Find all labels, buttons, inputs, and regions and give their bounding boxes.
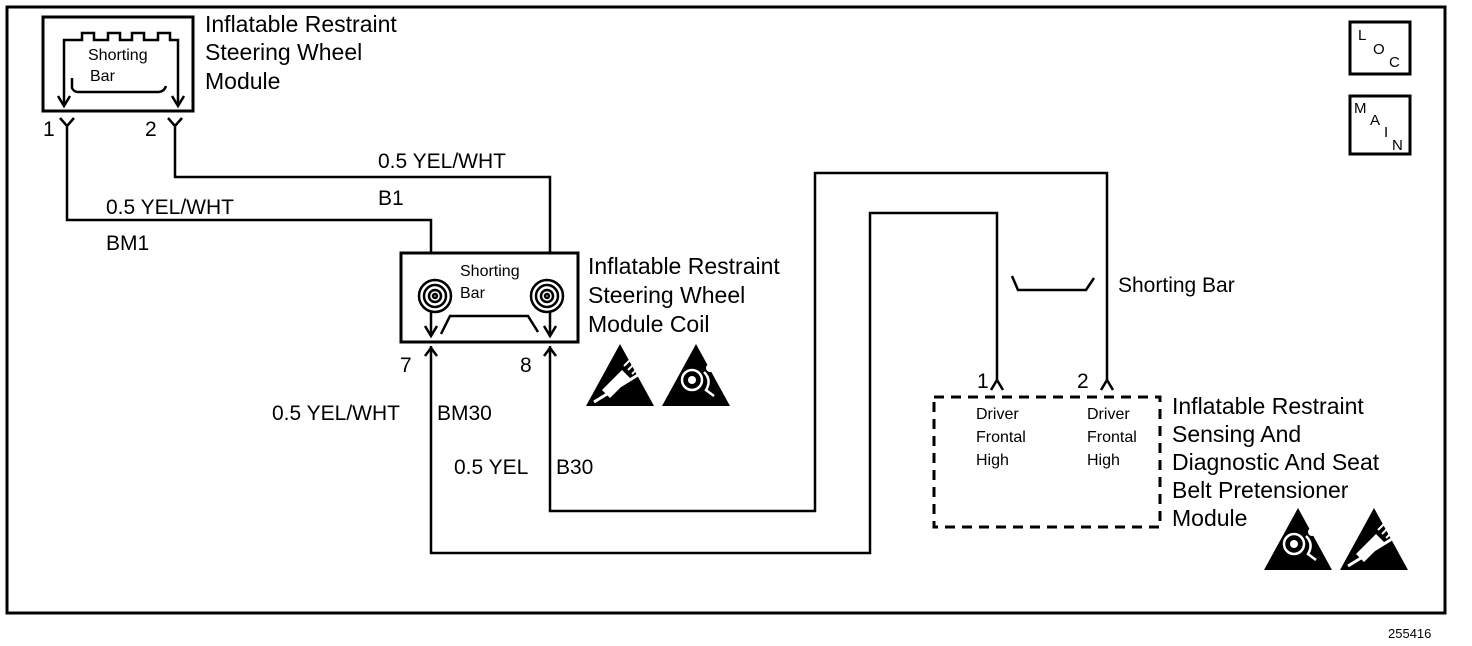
wire-b1-color: 0.5 YEL/WHT bbox=[378, 150, 506, 173]
coil-title-2: Steering Wheel bbox=[588, 282, 745, 308]
diagram-border bbox=[5, 5, 1447, 615]
sdm-pin2-label-3: High bbox=[1087, 452, 1120, 469]
main-letter-n: N bbox=[1392, 137, 1403, 154]
swm-title-1: Inflatable Restraint bbox=[205, 11, 397, 37]
coil-title-3: Module Coil bbox=[588, 311, 709, 337]
loc-letter-l: L bbox=[1358, 27, 1366, 44]
loc-letter-c: C bbox=[1389, 54, 1400, 71]
wire-bm30-circuit: BM30 bbox=[437, 402, 492, 425]
sdm-pin1-label-3: High bbox=[976, 452, 1009, 469]
coil-pin-8: 8 bbox=[520, 354, 532, 377]
airbag-warning-icon bbox=[660, 342, 732, 408]
sdm-pin1-label-2: Frontal bbox=[976, 429, 1026, 446]
sdm-pin1-label-1: Driver bbox=[976, 406, 1019, 423]
sdm-title-3: Diagnostic And Seat bbox=[1172, 449, 1380, 475]
main-button[interactable]: M A I N bbox=[1348, 94, 1412, 156]
main-letter-m: M bbox=[1354, 100, 1367, 117]
loc-button[interactable]: L O C bbox=[1348, 20, 1412, 76]
sdm-title-5: Module bbox=[1172, 505, 1247, 531]
sdm-pin2-label-2: Frontal bbox=[1087, 429, 1137, 446]
coil-shorting-label-2: Bar bbox=[460, 285, 486, 302]
sdm-title-4: Belt Pretensioner bbox=[1172, 477, 1349, 503]
loc-letter-o: O bbox=[1373, 41, 1385, 58]
steering-wheel-module: Shorting Bar Inflatable Restraint Steeri… bbox=[41, 11, 397, 141]
swm-title-3: Module bbox=[205, 68, 280, 94]
swm-shorting-label-2: Bar bbox=[90, 68, 116, 85]
swm-pin-2: 2 bbox=[145, 118, 157, 141]
sdm-title-1: Inflatable Restraint bbox=[1172, 393, 1364, 419]
coil-pin-7: 7 bbox=[400, 354, 412, 377]
esd-warning-icon bbox=[584, 342, 656, 408]
module-coil: Shorting Bar Inflatable Restraint Steeri… bbox=[399, 251, 780, 377]
swm-pin-1: 1 bbox=[43, 118, 55, 141]
sdm-pin2-label-1: Driver bbox=[1087, 406, 1130, 423]
wire-bm30-color: 0.5 YEL/WHT bbox=[272, 402, 400, 425]
wire-b30-circuit: B30 bbox=[556, 456, 593, 479]
sdm-esd-warning-icon bbox=[1338, 506, 1410, 572]
swm-shorting-label-1: Shorting bbox=[88, 47, 148, 64]
sdm-pin-1: 1 bbox=[977, 370, 989, 393]
wire-b30-color: 0.5 YEL bbox=[454, 456, 528, 479]
sdm-shorting-bar-label: Shorting Bar bbox=[1118, 274, 1235, 297]
coil-shorting-label-1: Shorting bbox=[460, 263, 520, 280]
sdm-airbag-warning-icon bbox=[1262, 506, 1334, 572]
swm-title-2: Steering Wheel bbox=[205, 39, 362, 65]
wire-bm1-color: 0.5 YEL/WHT bbox=[106, 196, 234, 219]
wire-b1-circuit: B1 bbox=[378, 187, 404, 210]
sdm-module: Shorting Bar 1 2 Driver Frontal High Dri… bbox=[932, 274, 1380, 531]
wire-bm1-circuit: BM1 bbox=[106, 232, 149, 255]
figure-code: 255416 bbox=[1388, 626, 1431, 641]
coil-title-1: Inflatable Restraint bbox=[588, 253, 780, 279]
sdm-pin-2: 2 bbox=[1077, 370, 1089, 393]
main-letter-i: I bbox=[1384, 124, 1388, 141]
main-letter-a: A bbox=[1370, 112, 1380, 129]
sdm-title-2: Sensing And bbox=[1172, 421, 1301, 447]
